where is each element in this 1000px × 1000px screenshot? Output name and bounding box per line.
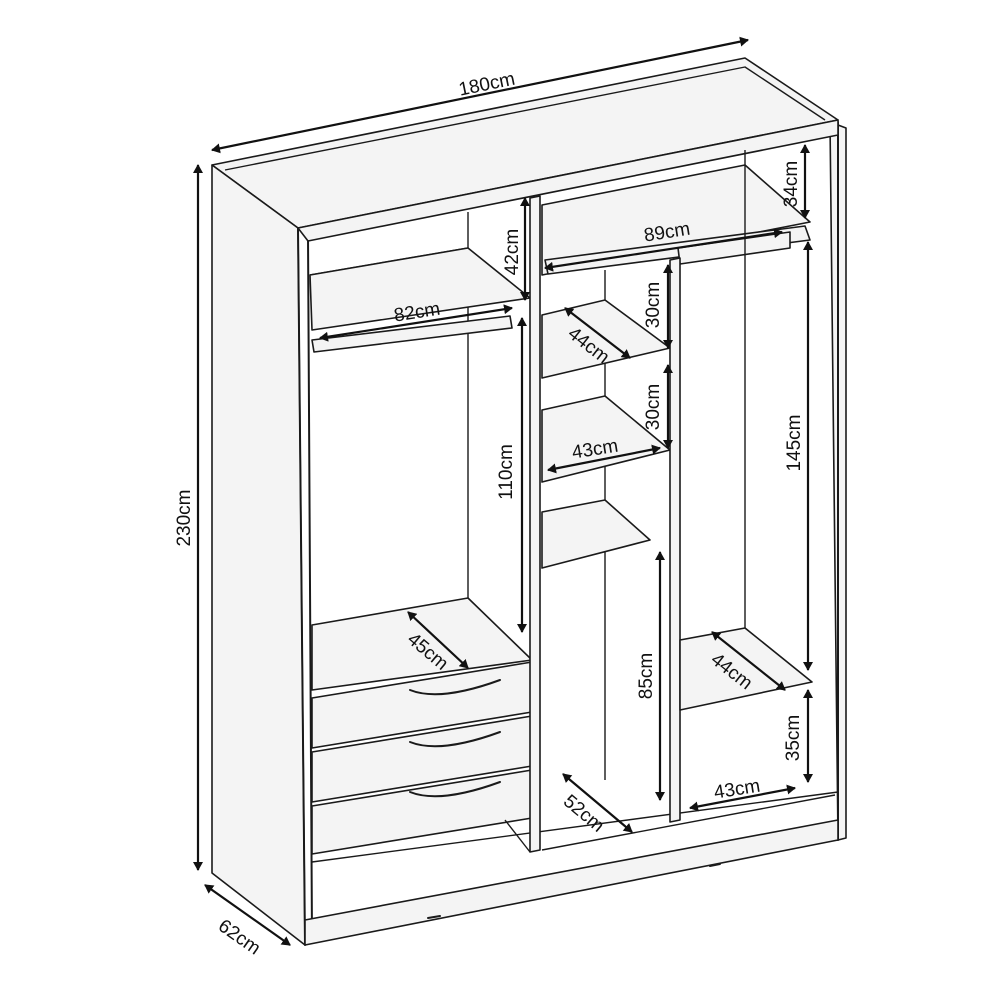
left-shelf-depth-dim: [407, 611, 469, 669]
top-right-label: 34cm: [781, 161, 802, 207]
width-label: 180cm: [457, 69, 517, 101]
bottom-right-width-dim: [689, 784, 796, 812]
bottom-middle-depth-label: 52cm: [559, 791, 608, 837]
dimension-lines: [193, 36, 813, 946]
width-dim: [211, 36, 749, 154]
right-divider-panel: [669, 257, 681, 823]
bottom-right-height-label: 35cm: [783, 715, 804, 761]
middle-height-label-2: 30cm: [643, 384, 664, 430]
height-label: 230cm: [174, 489, 195, 546]
right-bay: [541, 150, 813, 823]
middle-hanging-rail: [541, 499, 651, 569]
middle-width-dim: [547, 444, 661, 474]
middle-depth-dim: [564, 307, 631, 359]
bottom-front-rail: [304, 819, 839, 946]
middle-hanging-label: 85cm: [636, 653, 657, 699]
cabinet-body: [211, 57, 847, 946]
left-rail-dim: [319, 304, 513, 342]
depth-dim: [204, 884, 291, 946]
right-hanging-label: 145cm: [784, 414, 805, 471]
left-hanging-label: 110cm: [496, 444, 517, 500]
bottom-right-width-label: 43cm: [713, 776, 762, 804]
top-left-label: 42cm: [502, 229, 523, 275]
left-side-panel: [211, 164, 306, 946]
middle-divider: [504, 195, 541, 853]
middle-height-label-1: 30cm: [643, 282, 664, 328]
right-shelf-depth-dim: [711, 631, 786, 691]
bottom-middle-depth-dim: [562, 773, 633, 833]
center-panel: [529, 195, 541, 853]
right-shelf-dim: [544, 228, 783, 272]
